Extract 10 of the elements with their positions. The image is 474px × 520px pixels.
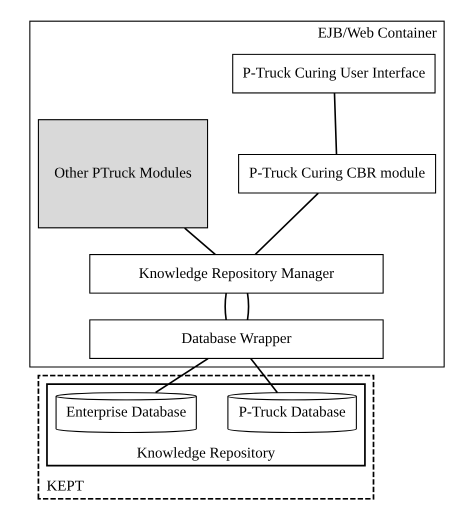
- node-box: P-Truck Curing CBR module: [238, 154, 436, 194]
- connector: [184, 227, 216, 256]
- node-box: P-Truck Curing User Interface: [232, 54, 436, 94]
- connector: [224, 293, 227, 320]
- connector: [254, 192, 319, 255]
- node-box: Knowledge Repository Manager: [89, 254, 384, 294]
- node-box: Database Wrapper: [89, 319, 384, 359]
- connector: [246, 293, 250, 320]
- connector: [334, 93, 338, 154]
- node-box: Other PTruck Modules: [38, 119, 208, 228]
